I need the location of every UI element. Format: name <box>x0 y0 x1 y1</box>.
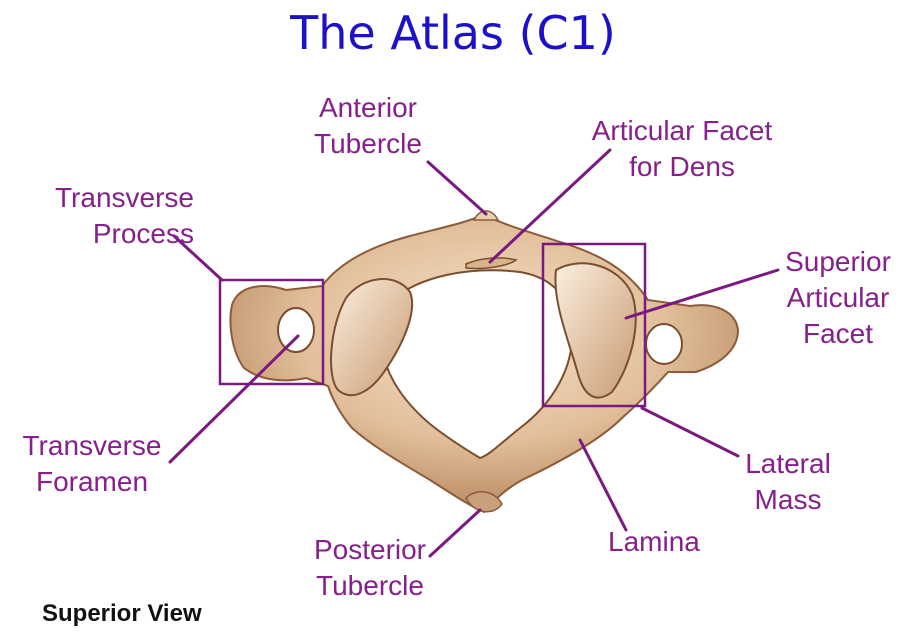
atlas-bone <box>231 211 739 512</box>
leader-lamina <box>580 440 626 530</box>
leader-anterior-tubercle <box>428 162 486 214</box>
label-articular-facet-for-dens: Articular Facet for Dens <box>572 113 792 185</box>
label-lateral-mass: Lateral Mass <box>728 446 848 518</box>
label-anterior-tubercle: Anterior Tubercle <box>298 90 438 162</box>
view-label: Superior View <box>42 600 202 628</box>
label-transverse-foramen: Transverse Foramen <box>2 428 182 500</box>
label-transverse-process: Transverse Process <box>18 180 194 252</box>
leader-lateral-mass <box>642 408 738 456</box>
label-superior-articular-facet: Superior Articular Facet <box>770 244 906 352</box>
label-lamina: Lamina <box>608 524 728 560</box>
leader-transverse-foramen <box>170 336 298 462</box>
right-transverse-foramen <box>646 324 682 364</box>
left-transverse-foramen <box>278 308 314 352</box>
label-posterior-tubercle: Posterior Tubercle <box>298 532 442 604</box>
